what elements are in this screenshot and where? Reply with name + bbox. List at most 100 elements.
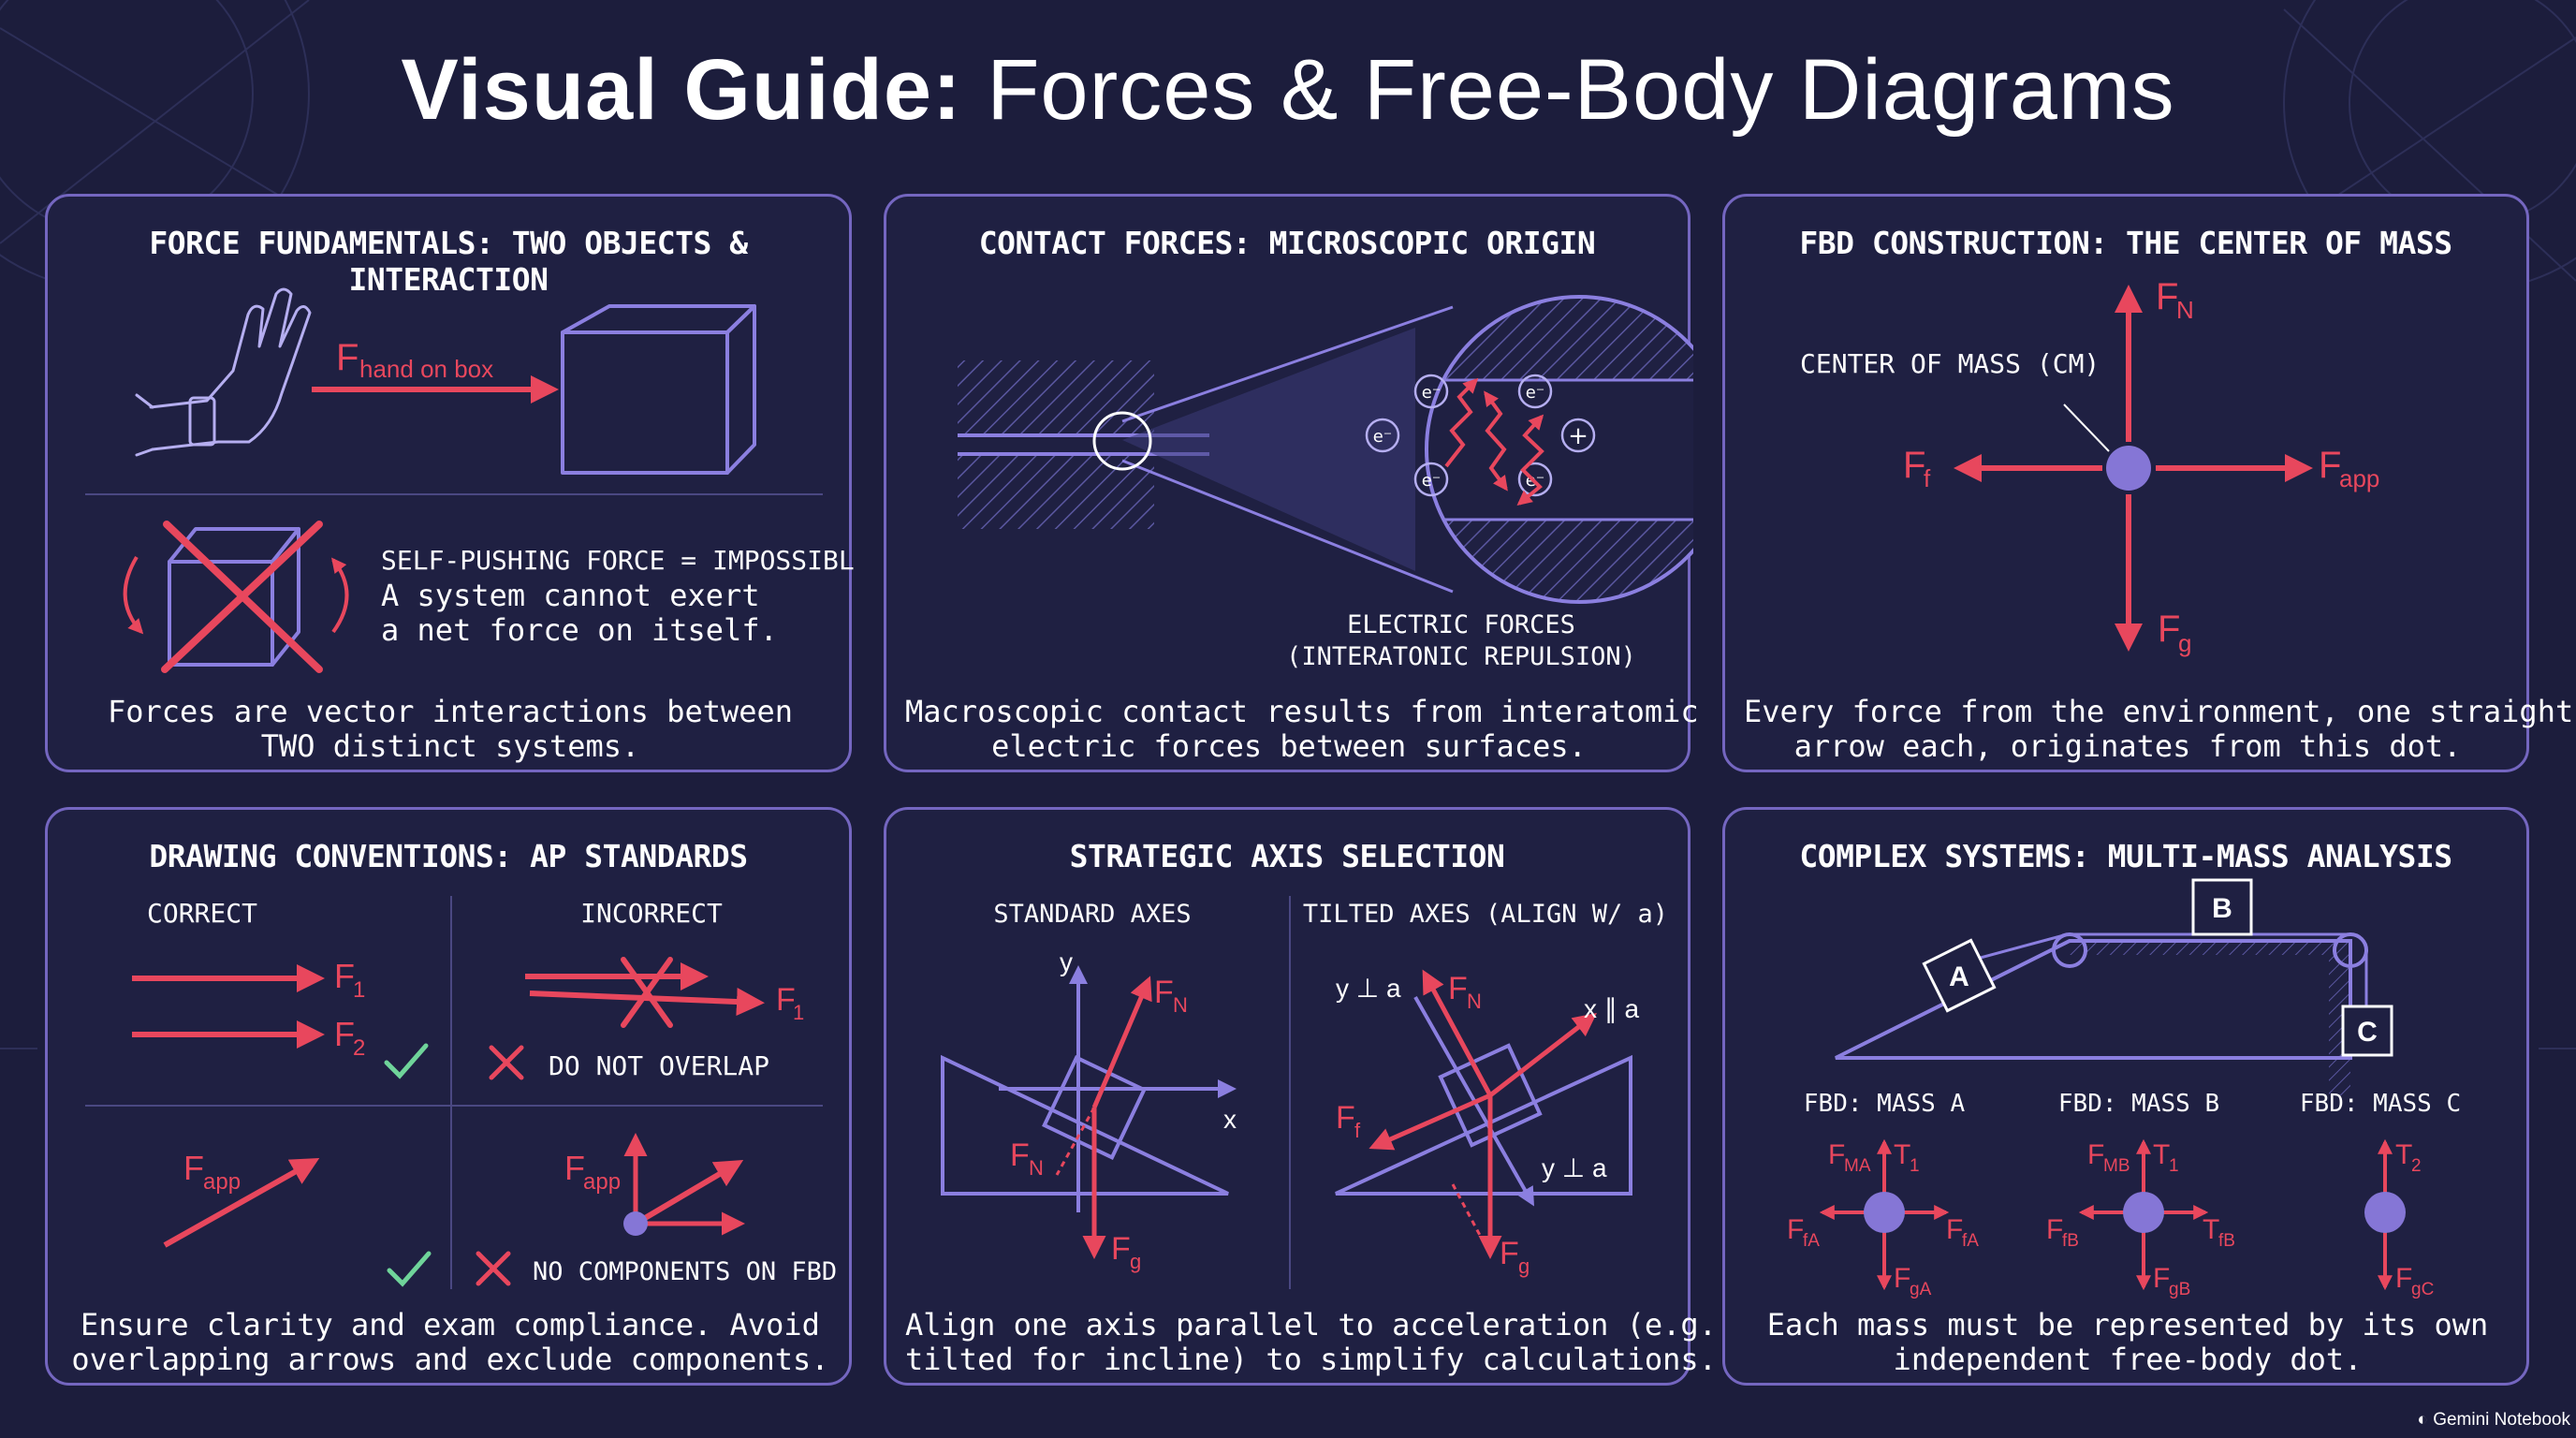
standard-fn2-main: F xyxy=(1010,1137,1030,1173)
ff-label-main: F xyxy=(1903,445,1925,486)
complex-caption-line2: independent free-body dot. xyxy=(1893,1342,2363,1377)
conventions-diagram: CORRECT INCORRECT F 1 F 2 F 1 DO NOT OVE… xyxy=(85,896,837,1289)
standard-fg-sub: g xyxy=(1130,1250,1141,1273)
tilted-fn-main: F xyxy=(1448,971,1468,1006)
standard-fn-main: F xyxy=(1154,975,1174,1010)
f2-label-sub: 2 xyxy=(353,1035,365,1061)
panel-title-fbd: FBD CONSTRUCTION: THE CENTER OF MASS xyxy=(1799,225,2452,261)
overlap-f-label-sub: 1 xyxy=(793,1001,804,1024)
ffa-left-sub: fA xyxy=(1803,1231,1820,1251)
axes-diagram: STANDARD AXES TILTED AXES (ALIGN W/ a) y… xyxy=(941,896,1668,1289)
fbd-mass-b-label: FBD: MASS B xyxy=(2058,1090,2219,1118)
zoom-cone xyxy=(1122,328,1415,571)
ffa-right-sub: fA xyxy=(1962,1231,1979,1251)
fundamentals-caption-line2: TWO distinct systems. xyxy=(260,728,640,764)
components-dot xyxy=(623,1211,648,1236)
tilted-ff-sub: f xyxy=(1354,1119,1361,1142)
panel-title-conventions: DRAWING CONVENTIONS: AP STANDARDS xyxy=(149,838,748,874)
tilted-fg-main: F xyxy=(1500,1236,1519,1271)
fundamentals-diagram: F hand on box SELF-PUSHING FORCE = IMPOS… xyxy=(85,287,855,673)
incorrect-header: INCORRECT xyxy=(580,898,723,929)
t1a-sub: 1 xyxy=(1910,1156,1920,1176)
fg-label-sub: g xyxy=(2178,629,2191,657)
fundamentals-caption-line1: Forces are vector interactions between xyxy=(107,694,794,729)
fga-main: F xyxy=(1894,1263,1910,1294)
electric-forces-label: ELECTRIC FORCES xyxy=(1347,610,1575,639)
overlap-f-label-main: F xyxy=(776,982,796,1018)
standard-y-label: y xyxy=(1060,947,1073,976)
tilted-ff-main: F xyxy=(1336,1100,1355,1136)
panel-complex-systems: COMPLEX SYSTEMS: MULTI-MASS ANALYSIS A B xyxy=(1722,807,2529,1386)
t1a-main: T xyxy=(1894,1139,1910,1170)
fmb-main: F xyxy=(2087,1139,2104,1170)
conventions-caption-line2: overlapping arrows and exclude component… xyxy=(71,1342,829,1377)
electron-label: e⁻ xyxy=(1526,383,1545,403)
correct-fapp-arrow xyxy=(163,1158,320,1248)
tilted-component-dashed xyxy=(1451,1183,1492,1255)
standard-fn2-sub: N xyxy=(1029,1156,1044,1180)
fapp-label-sub: app xyxy=(2339,464,2379,492)
mass-c-block xyxy=(2341,1005,2393,1057)
fbd-diagram: CENTER OF MASS (CM) F N F f F app F g xyxy=(1800,276,2379,657)
panel-fbd-construction: FBD CONSTRUCTION: THE CENTER OF MASS CEN… xyxy=(1722,194,2573,772)
page-title: Visual Guide: Forces & Free-Body Diagram… xyxy=(0,41,2576,139)
fbd-caption-line2: arrow each, originates from this dot. xyxy=(1793,728,2462,764)
fma-main: F xyxy=(1828,1139,1845,1170)
mass-b-label: B xyxy=(2212,893,2232,924)
fapp-label-main: F xyxy=(2319,445,2341,486)
fundamentals-caption: Forces are vector interactions between T… xyxy=(66,695,834,764)
t2-sub: 2 xyxy=(2411,1156,2422,1176)
self-push-line1: A system cannot exert xyxy=(381,578,760,613)
mass-c-dot xyxy=(2364,1192,2406,1233)
tilted-applied-arrow xyxy=(1488,1012,1597,1097)
conventions-caption-line1: Ensure clarity and exam compliance. Avoi… xyxy=(80,1307,820,1343)
mass-a-block xyxy=(1922,938,1997,1013)
self-push-line2: a net force on itself. xyxy=(381,612,778,648)
fgc-sub: gC xyxy=(2411,1280,2434,1299)
x-icon xyxy=(476,1251,511,1286)
no-components-label: NO COMPONENTS ON FBD xyxy=(533,1257,837,1286)
fbd-caption: Every force from the environment, one st… xyxy=(1744,695,2573,764)
fma-sub: MA xyxy=(1844,1156,1871,1176)
tilted-normal-arrow xyxy=(1422,969,1493,1097)
page-title-bold: Visual Guide: xyxy=(401,42,962,138)
mass-c-label: C xyxy=(2357,1017,2378,1048)
panel-axis-selection: STRATEGIC AXIS SELECTION STANDARD AXES T… xyxy=(884,807,1734,1386)
tilted-friction-arrow xyxy=(1368,1093,1492,1151)
axes-caption: Align one axis parallel to acceleration … xyxy=(905,1308,1734,1377)
standard-component-dashed xyxy=(1055,1107,1096,1176)
ff-label-sub: f xyxy=(1924,464,1931,492)
contact-caption-line2: electric forces between surfaces. xyxy=(991,728,1587,764)
correct-fapp-label-sub: app xyxy=(203,1169,241,1195)
proton-label: + xyxy=(1568,422,1588,450)
footer-brand-text: Gemini Notebook xyxy=(2433,1410,2570,1430)
components-fapp-label-main: F xyxy=(564,1149,585,1187)
components-fapp-arrow xyxy=(634,1159,744,1226)
force-hand-label-sub: hand on box xyxy=(359,355,493,383)
ffb-main: F xyxy=(2046,1214,2063,1245)
ffb-sub: fB xyxy=(2062,1231,2079,1251)
components-fapp-label-sub: app xyxy=(583,1169,621,1195)
fg-label-main: F xyxy=(2158,609,2180,650)
standard-normal-arrow xyxy=(1091,976,1152,1108)
tilted-axes-label: TILTED AXES (ALIGN W/ a) xyxy=(1303,900,1668,929)
tfb-sub: fB xyxy=(2218,1231,2235,1251)
tilted-fg-sub: g xyxy=(1518,1255,1530,1278)
upper-surface xyxy=(958,360,1154,435)
repulsion-zigzag-arrows xyxy=(1444,377,1544,506)
footer-brand: ◐ Gemini Notebook xyxy=(2417,1410,2570,1431)
brand-logo-icon: ◐ xyxy=(2417,1410,2428,1430)
electron-label: e⁻ xyxy=(1373,427,1393,447)
tilted-fn-sub: N xyxy=(1467,990,1482,1013)
contact-diagram: e⁻ e⁻ e⁻ e⁻ e⁻ + ELECTRIC FORCES (INTERA… xyxy=(958,295,1693,671)
fbd-mass-c-label: FBD: MASS C xyxy=(2300,1090,2461,1118)
page-title-light: Forces & Free-Body Diagrams xyxy=(961,42,2175,138)
force-hand-label-main: F xyxy=(336,337,359,378)
panel-title-complex: COMPLEX SYSTEMS: MULTI-MASS ANALYSIS xyxy=(1799,838,2452,874)
complex-caption: Each mass must be represented by its own… xyxy=(1744,1308,2511,1377)
correct-fapp-label-main: F xyxy=(183,1149,204,1187)
electron-label: e⁻ xyxy=(1422,471,1442,491)
panel-contact-forces: CONTACT FORCES: MICROSCOPIC ORIGIN xyxy=(884,194,1699,772)
zoom-circle-large xyxy=(1425,295,1693,604)
t2-main: T xyxy=(2395,1139,2412,1170)
